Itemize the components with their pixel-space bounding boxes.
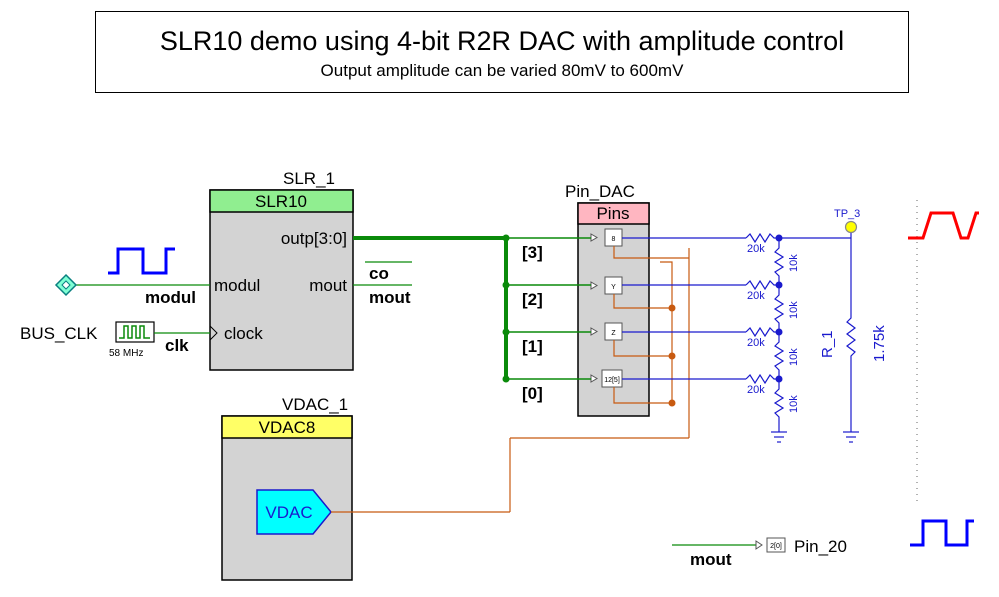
modul-waveform-icon bbox=[108, 247, 175, 275]
vdac-output-block bbox=[256, 489, 332, 535]
ladder-junctions bbox=[775, 234, 783, 383]
series-resistor-label-2: 20k bbox=[747, 290, 765, 302]
load-resistor-name: R_1 bbox=[819, 330, 836, 358]
pin-cell-2: Y bbox=[604, 276, 623, 295]
pin20-name: Pin_20 bbox=[794, 537, 847, 556]
clock-source-icon[interactable] bbox=[115, 321, 155, 343]
pins-instance-name: Pin_DAC bbox=[565, 182, 635, 201]
clk-wire-label: clk bbox=[165, 336, 189, 355]
pin-glyph-0: 12[5] bbox=[604, 377, 620, 384]
bus-net[interactable] bbox=[353, 234, 591, 383]
pin-glyph-3: 8 bbox=[612, 236, 616, 243]
pin-glyph-1: Z bbox=[611, 330, 616, 337]
testpoint-icon[interactable] bbox=[844, 220, 858, 234]
slr10-component[interactable]: SLR_1 SLR10 outp[3:0] modul mout clock bbox=[209, 169, 354, 371]
slr-port-modul: modul bbox=[214, 276, 260, 295]
modul-net[interactable] bbox=[54, 273, 210, 297]
bus-bit-3: [3] bbox=[522, 243, 543, 262]
pins-header bbox=[577, 202, 650, 225]
modul-wire-label: modul bbox=[145, 288, 196, 307]
vdac-block-label: VDAC bbox=[265, 503, 312, 522]
digital-output-waveform-icon bbox=[910, 519, 974, 547]
schematic-subtitle: Output amplitude can be varied 80mV to 6… bbox=[320, 61, 684, 80]
vdac-header-label: VDAC8 bbox=[259, 418, 316, 437]
pin20-net-label: mout bbox=[690, 550, 732, 569]
pins-header-label: Pins bbox=[596, 204, 629, 223]
vdac-instance-name: VDAC_1 bbox=[282, 395, 348, 414]
vdac8-component[interactable]: VDAC_1 VDAC8 VDAC bbox=[221, 395, 353, 581]
series-resistor-label-3: 20k bbox=[747, 243, 765, 255]
series-resistor-label-1: 20k bbox=[747, 337, 765, 349]
bus-bit-2: [2] bbox=[522, 290, 543, 309]
clock-frequency: 58 MHz bbox=[109, 348, 143, 359]
pin-cell-0: 12[5] bbox=[601, 369, 623, 388]
schematic-title: SLR10 demo using 4-bit R2R DAC with ampl… bbox=[159, 26, 845, 56]
slr-header-label: SLR10 bbox=[255, 192, 307, 211]
pin-glyph-2: Y bbox=[611, 284, 616, 291]
pins-component[interactable]: Pin_DAC Pins 8 Y Z 12[5] bbox=[565, 182, 650, 417]
slr-port-clock: clock bbox=[224, 324, 263, 343]
shunt-resistor-label-0: 10k bbox=[788, 395, 800, 413]
pin-cell-3: 8 bbox=[604, 228, 623, 247]
vdac-analog-net[interactable] bbox=[331, 246, 690, 513]
shunt-resistor-label-3: 10k bbox=[788, 254, 800, 272]
analog-junctions bbox=[668, 304, 676, 407]
testpoint[interactable]: TP_3 bbox=[834, 208, 860, 238]
clock-input-marker bbox=[209, 325, 218, 341]
testpoint-label: TP_3 bbox=[834, 208, 860, 220]
slr-header bbox=[209, 189, 354, 213]
series-resistor-label-0: 20k bbox=[747, 384, 765, 396]
vdac-header bbox=[221, 415, 353, 439]
r2r-ladder[interactable] bbox=[622, 232, 859, 443]
analog-output-waveform-icon bbox=[908, 211, 979, 240]
slr-port-outp: outp[3:0] bbox=[281, 229, 347, 248]
shunt-resistor-label-2: 10k bbox=[788, 301, 800, 319]
pin20-output[interactable]: 2[0] Pin_20 bbox=[672, 537, 847, 556]
pin20-glyph: 2[0] bbox=[770, 543, 782, 550]
bus-bit-1: [1] bbox=[522, 337, 543, 356]
load-resistor-value: 1.75k bbox=[871, 325, 888, 362]
title-box: SLR10 demo using 4-bit R2R DAC with ampl… bbox=[95, 11, 909, 93]
mout-wire-label: mout bbox=[369, 288, 411, 307]
co-wire-label: co bbox=[369, 264, 389, 283]
pin-cell-1: Z bbox=[604, 322, 623, 341]
bus-clk-label: BUS_CLK bbox=[20, 324, 98, 343]
slr-instance-name: SLR_1 bbox=[283, 169, 335, 188]
bus-bit-0: [0] bbox=[522, 384, 543, 403]
shunt-resistor-label-1: 10k bbox=[788, 348, 800, 366]
slr-port-mout: mout bbox=[309, 276, 347, 295]
